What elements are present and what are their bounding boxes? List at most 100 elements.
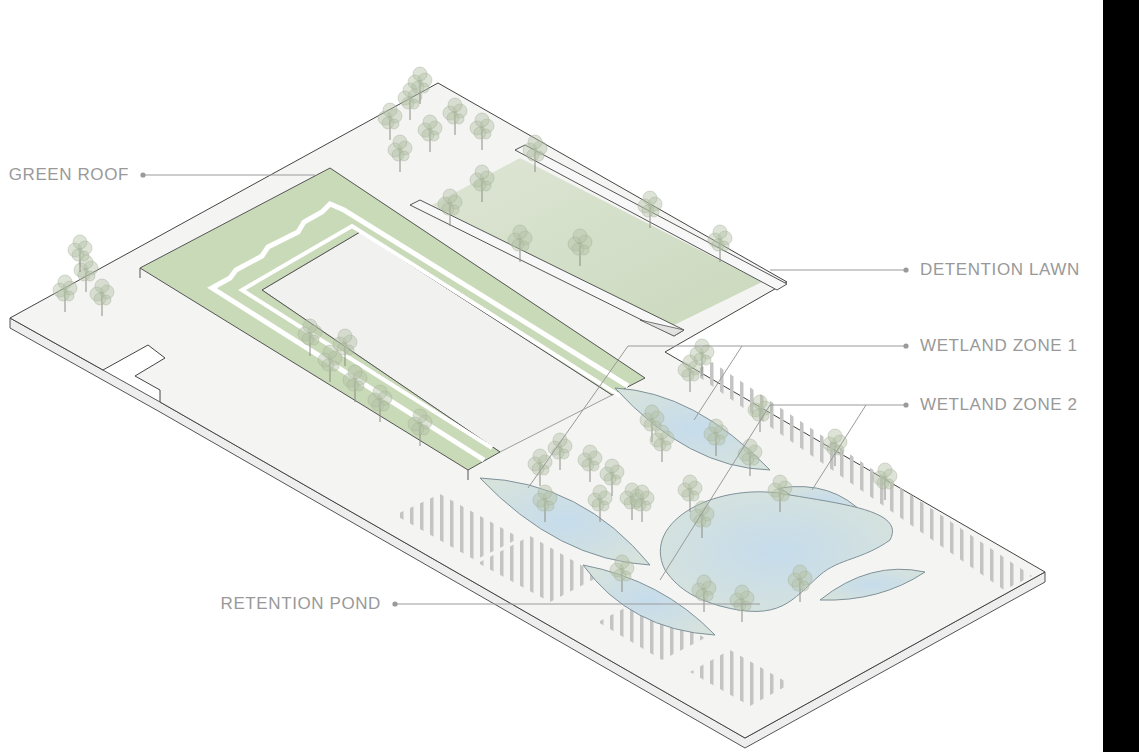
tree-canopy	[643, 191, 657, 205]
tree-canopy	[393, 135, 407, 149]
tree-canopy	[513, 225, 527, 239]
tree-symbol	[343, 365, 367, 402]
tree-canopy	[878, 463, 892, 477]
tree-symbol	[873, 463, 897, 500]
tree-canopy	[534, 151, 544, 161]
tree-symbol	[788, 565, 812, 602]
trees	[53, 67, 897, 622]
tree-canopy	[599, 501, 609, 511]
tree-symbol	[692, 575, 716, 612]
tree-canopy	[538, 485, 552, 499]
tree-symbol	[610, 555, 634, 592]
tree-symbol	[368, 385, 392, 422]
tree-canopy	[621, 571, 631, 581]
tree-canopy	[661, 441, 671, 451]
tree-canopy	[344, 345, 354, 355]
tree-canopy	[419, 425, 429, 435]
tree-canopy	[605, 459, 619, 473]
tree-canopy	[773, 475, 787, 489]
tree-canopy	[409, 99, 419, 109]
tree-canopy	[448, 98, 462, 112]
tree-canopy	[379, 401, 389, 411]
tree-symbol	[588, 485, 612, 522]
tree-symbol	[823, 429, 847, 466]
tree-canopy	[419, 83, 429, 93]
tree-canopy	[309, 335, 319, 345]
tree-canopy	[593, 485, 607, 499]
retention-pond	[660, 492, 892, 612]
tree-canopy	[749, 455, 759, 465]
tree-symbol	[650, 425, 674, 462]
tree-symbol	[748, 395, 772, 432]
leader-lines	[143, 175, 906, 604]
tree-symbol	[298, 319, 322, 356]
tree-symbol	[408, 67, 432, 104]
callout-label: RETENTION POND	[219, 594, 383, 614]
tree-canopy	[715, 435, 725, 445]
tree-symbol	[533, 485, 557, 522]
tree-canopy	[454, 114, 464, 124]
tree-symbol	[578, 445, 602, 482]
tree-canopy	[689, 491, 699, 501]
tree-canopy	[475, 165, 489, 179]
tree-symbol	[738, 439, 762, 476]
tree-canopy	[373, 385, 387, 399]
tree-symbol	[68, 235, 92, 272]
tree-canopy	[573, 229, 587, 243]
green-roof	[140, 168, 645, 480]
tree-canopy	[303, 319, 317, 333]
tree-symbol	[333, 329, 357, 366]
tree-canopy	[828, 429, 842, 443]
tree-canopy	[429, 131, 439, 141]
tree-canopy	[719, 241, 729, 251]
tree-symbol	[704, 419, 728, 456]
tree-canopy	[703, 591, 713, 601]
tree-canopy	[338, 329, 352, 343]
tree-canopy	[713, 225, 727, 239]
tree-symbol	[508, 225, 532, 262]
tree-symbol	[418, 115, 442, 152]
tree-canopy	[79, 251, 89, 261]
tree-canopy	[443, 189, 457, 203]
tree-symbol	[443, 98, 467, 135]
tree-symbol	[438, 189, 462, 226]
tree-canopy	[753, 395, 767, 409]
tree-symbol	[378, 103, 402, 140]
leader-dots	[140, 172, 908, 606]
tree-canopy	[64, 291, 74, 301]
tree-canopy	[329, 361, 339, 371]
tree-canopy	[741, 601, 751, 611]
tree-canopy	[697, 575, 711, 589]
tree-symbol	[548, 433, 572, 470]
tree-canopy	[635, 485, 649, 499]
tree-canopy	[799, 581, 809, 591]
tree-canopy	[95, 279, 109, 293]
tree-symbol	[768, 475, 792, 512]
tree-canopy	[701, 355, 711, 365]
tree-canopy	[413, 67, 427, 81]
tree-canopy	[73, 235, 87, 249]
callout-label: DETENTION LAWN	[918, 260, 1082, 280]
tree-canopy	[348, 365, 362, 379]
tree-canopy	[793, 565, 807, 579]
tree-symbol	[523, 135, 547, 172]
tree-canopy	[589, 461, 599, 471]
tree-canopy	[481, 181, 491, 191]
tree-canopy	[583, 445, 597, 459]
tree-symbol	[708, 225, 732, 262]
tree-canopy	[528, 135, 542, 149]
tree-symbol	[408, 409, 432, 446]
tree-symbol	[630, 485, 654, 522]
tree-canopy	[58, 275, 72, 289]
tree-canopy	[383, 103, 397, 117]
callout-label: WETLAND ZONE 2	[918, 395, 1080, 415]
callout-label: WETLAND ZONE 1	[918, 336, 1080, 356]
site-slab	[10, 83, 1045, 738]
tree-symbol	[528, 449, 552, 486]
tree-canopy	[611, 475, 621, 485]
tree-canopy	[533, 449, 547, 463]
tree-canopy	[701, 517, 711, 527]
tree-canopy	[354, 381, 364, 391]
